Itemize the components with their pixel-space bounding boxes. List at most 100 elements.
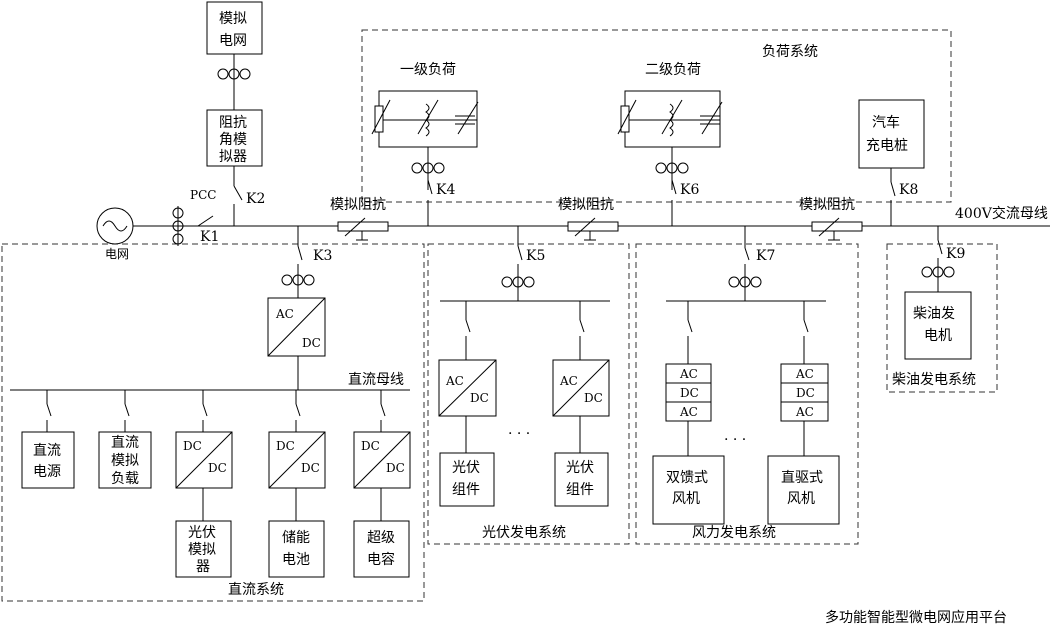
k1-label: K1	[200, 229, 219, 245]
pv1-label-2: 组件	[452, 482, 480, 498]
pv2-dc: DC	[584, 391, 603, 405]
k1-switch[interactable]	[197, 215, 214, 227]
direct-ac1: AC	[795, 367, 814, 381]
dc-source-box	[21, 431, 75, 489]
ac-bus-label: 400V交流母线	[955, 205, 1048, 222]
diesel-system-title: 柴油发电系统	[892, 372, 976, 388]
dc-load-box	[98, 431, 152, 489]
direct-turbine-box	[767, 455, 840, 525]
ev-charger-box	[858, 99, 925, 169]
dc-source-switch[interactable]	[46, 403, 52, 417]
sim-grid-box	[206, 1, 263, 55]
impedance-simulator-box	[206, 109, 263, 167]
dc-system-title: 直流系统	[228, 581, 284, 598]
battery-label-1: 储能	[282, 530, 310, 546]
k4-label: K4	[436, 182, 455, 198]
pv2-ac: AC	[559, 374, 578, 388]
dfig-turbine-box	[652, 455, 725, 525]
pv-sim-box	[175, 520, 232, 578]
sim-impedance-label-3: 模拟阻抗	[799, 197, 855, 213]
pv-sim-switch[interactable]	[202, 403, 208, 417]
pcc-label: PCC	[190, 188, 216, 202]
pv1-module-box	[439, 452, 495, 507]
platform-caption: 多功能智能型微电网应用平台	[825, 609, 1007, 626]
grid-label: 电网	[105, 247, 129, 261]
wind-system-frame	[635, 243, 859, 545]
load-system-title: 负荷系统	[762, 44, 818, 60]
wind-ellipsis: . . .	[724, 428, 746, 444]
direct-switch[interactable]	[803, 319, 809, 333]
sim-impedance-label-2: 模拟阻抗	[558, 197, 614, 213]
pv1-dc: DC	[470, 391, 489, 405]
sim-impedance-1	[337, 221, 389, 232]
dfig-label-2: 风机	[672, 491, 700, 507]
impedance-sim-label-1: 阻抗	[219, 115, 247, 131]
dc-system-frame	[1, 243, 425, 602]
diesel-generator-box	[904, 291, 972, 360]
k2-label: K2	[246, 191, 265, 207]
k2-switch[interactable]	[233, 185, 243, 201]
pv2-label-1: 光伏	[566, 460, 594, 476]
direct-dc: DC	[796, 386, 815, 400]
dc-source-label-1: 直流	[33, 442, 61, 459]
dfig-dc: DC	[680, 386, 699, 400]
battery-dc2: DC	[301, 461, 320, 475]
supercap-dc1: DC	[361, 439, 380, 453]
k6-switch[interactable]	[671, 179, 677, 195]
k9-switch[interactable]	[937, 239, 943, 255]
k3-switch[interactable]	[297, 245, 303, 261]
pv-sim-dc1: DC	[183, 439, 202, 453]
k9-label: K9	[946, 246, 965, 262]
pv1-ac: AC	[445, 374, 464, 388]
pv2-switch[interactable]	[579, 319, 585, 333]
k4-switch[interactable]	[427, 179, 433, 195]
pv-system-title: 光伏发电系统	[482, 525, 566, 541]
pv2-module-box	[554, 452, 609, 507]
dc-load-switch[interactable]	[124, 403, 130, 417]
direct-label-2: 风机	[787, 491, 815, 507]
dfig-label-1: 双馈式	[666, 470, 708, 486]
battery-switch[interactable]	[295, 403, 301, 417]
dc-conv-dc-label: DC	[302, 336, 321, 350]
level2-load-box	[624, 90, 721, 148]
impedance-sim-label-3: 拟器	[219, 149, 247, 165]
dfig-ac2: AC	[679, 405, 698, 419]
pv1-label-1: 光伏	[452, 460, 480, 476]
dc-load-label-2: 模拟	[111, 453, 139, 469]
pv1-switch[interactable]	[465, 319, 471, 333]
battery-label-2: 电池	[282, 552, 310, 568]
k8-label: K8	[899, 182, 918, 198]
k8-switch[interactable]	[890, 181, 896, 197]
dc-conv-ac-label: AC	[275, 307, 294, 321]
battery-dc1: DC	[276, 439, 295, 453]
ev-charger-label-1: 汽车	[872, 114, 900, 131]
pv-sim-label-3: 器	[196, 559, 210, 575]
supercap-box	[353, 520, 410, 578]
load-system-frame	[361, 29, 952, 203]
ev-charger-label-2: 充电桩	[866, 137, 908, 154]
supercap-label-1: 超级	[367, 530, 395, 546]
k5-switch[interactable]	[517, 245, 523, 261]
supercap-switch[interactable]	[380, 403, 386, 417]
k7-switch[interactable]	[744, 247, 750, 261]
sim-grid-label-2: 电网	[219, 33, 247, 49]
level2-resistor-icon	[620, 105, 630, 133]
direct-label-1: 直驱式	[781, 469, 823, 486]
load-level1-label: 一级负荷	[400, 62, 456, 78]
dc-load-label-1: 直流	[111, 434, 139, 451]
ac-wave-icon	[102, 220, 128, 232]
battery-box	[268, 520, 325, 578]
load-level2-label: 二级负荷	[645, 62, 701, 78]
dc-bus-label: 直流母线	[348, 371, 404, 388]
k6-label: K6	[680, 182, 699, 198]
pv-sim-dc2: DC	[208, 461, 227, 475]
dfig-switch[interactable]	[687, 319, 693, 333]
pv-sim-label-1: 光伏	[188, 525, 216, 541]
dfig-ac1: AC	[679, 367, 698, 381]
diesel-system-frame	[886, 243, 998, 393]
wind-system-title: 风力发电系统	[692, 525, 776, 541]
sim-impedance-3	[811, 221, 863, 232]
sim-impedance-2	[567, 221, 619, 232]
impedance-sim-label-2: 角模	[219, 132, 247, 148]
